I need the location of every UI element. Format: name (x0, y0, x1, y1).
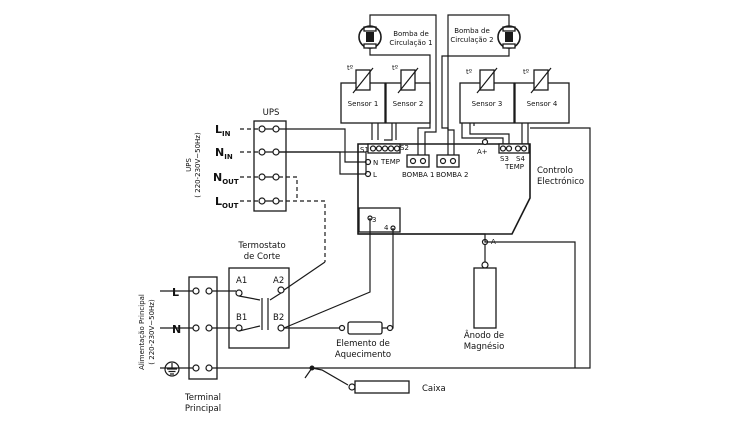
sensor-4-label: Sensor 4 (527, 100, 558, 108)
sensor-4: tº Sensor 4 (514, 67, 570, 124)
ups-terminal-block (253, 120, 287, 212)
thermostat-box (228, 267, 290, 349)
svg-text:B2: B2 (273, 313, 284, 323)
ups-lin: LIN (215, 123, 231, 138)
svg-text:S2: S2 (400, 144, 409, 152)
heating-element (347, 321, 383, 335)
svg-text:TEMP: TEMP (504, 163, 524, 171)
svg-text:Alimentação Principal: Alimentação Principal (138, 294, 146, 370)
case-box (354, 380, 410, 394)
svg-text:B1: B1 (236, 313, 247, 323)
sensor-1: tº Sensor 1 (340, 64, 386, 124)
svg-text:( 220-230V~50Hz): ( 220-230V~50Hz) (194, 132, 202, 198)
svg-text:BOMBA 1: BOMBA 1 (402, 171, 435, 179)
svg-text:S3: S3 (500, 155, 509, 163)
svg-text:UPS: UPS (185, 158, 193, 172)
case-label: Caixa (422, 384, 446, 394)
svg-text:tº: tº (466, 68, 472, 76)
svg-text:TEMP: TEMP (380, 158, 400, 166)
pump-2 (497, 25, 521, 49)
svg-text:3: 3 (372, 216, 376, 224)
ups-title: UPS (263, 108, 280, 118)
svg-text:S4: S4 (516, 155, 525, 163)
earth-icon (164, 361, 180, 377)
svg-text:A2: A2 (273, 276, 284, 286)
sensor-1-label: Sensor 1 (348, 100, 379, 108)
sensor-2: tº Sensor 2 (385, 64, 431, 124)
svg-text:N: N (373, 159, 378, 167)
main-side-label: Alimentação Principal ( 220-230V~50Hz) (138, 294, 156, 370)
svg-text:A1: A1 (236, 276, 247, 286)
main-n-label: N (172, 323, 181, 336)
svg-text:4: 4 (384, 224, 389, 232)
sensor-3-label: Sensor 3 (472, 100, 503, 108)
svg-text:A+: A+ (477, 148, 488, 156)
pump-1 (358, 25, 382, 49)
svg-text:S1: S1 (360, 146, 369, 154)
svg-text:L: L (373, 171, 377, 179)
svg-text:tº: tº (347, 64, 353, 72)
ups-side-label: UPS ( 220-230V~50Hz) (185, 132, 202, 198)
ups-nin: NIN (215, 146, 233, 161)
svg-text:BOMBA 2: BOMBA 2 (436, 171, 469, 179)
magnesium-anode (473, 267, 497, 329)
sensor-3: tº Sensor 3 (459, 67, 515, 124)
main-l-label: L (172, 286, 179, 299)
ups-lout: LOUT (215, 195, 239, 210)
svg-text:tº: tº (523, 68, 529, 76)
svg-text:tº: tº (392, 64, 398, 72)
ups-nout: NOUT (213, 171, 239, 186)
ups-terminals (258, 125, 280, 205)
sensor-2-label: Sensor 2 (393, 100, 424, 108)
svg-text:( 220-230V~50Hz): ( 220-230V~50Hz) (148, 299, 156, 365)
